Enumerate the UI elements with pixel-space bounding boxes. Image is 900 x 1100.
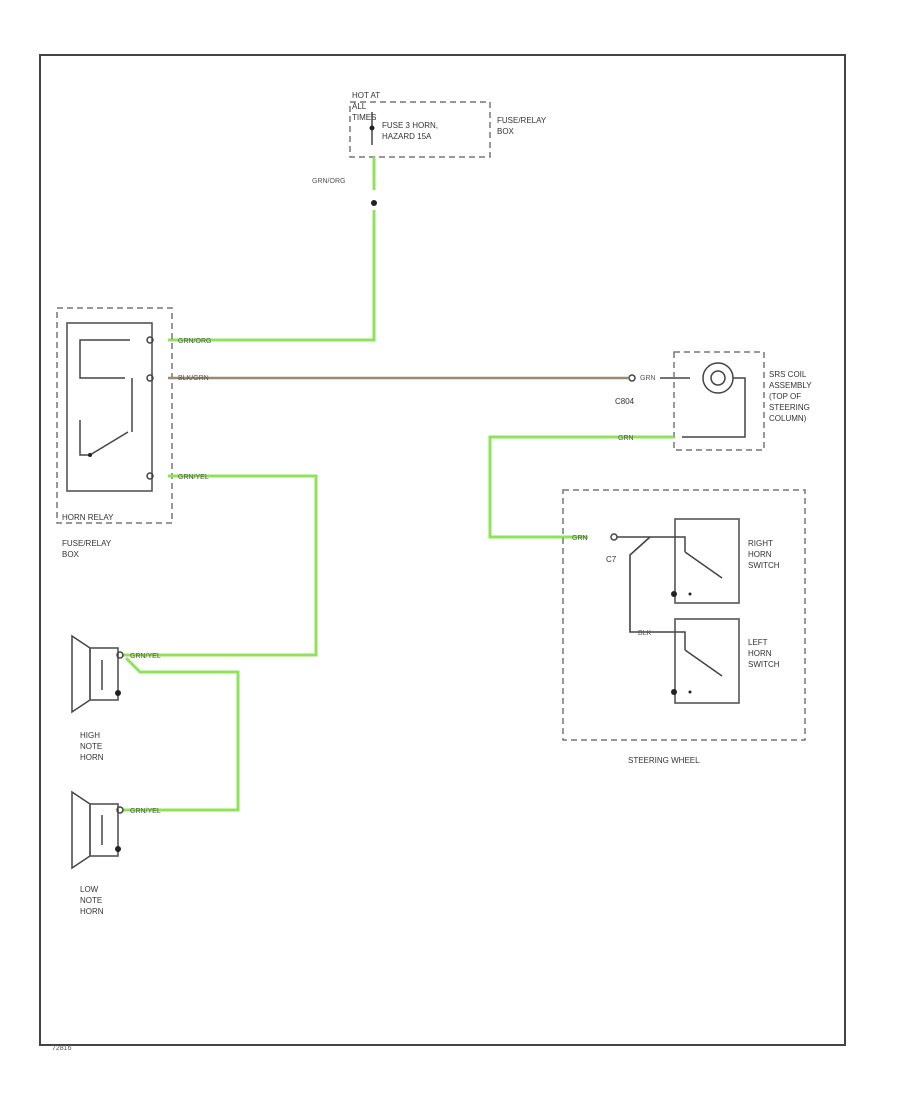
wire-label-grn-org-top: GRN/ORG: [312, 178, 345, 185]
wire-label-grn-yel-relay: GRN/YEL: [178, 474, 209, 481]
wire-segment: [629, 536, 662, 633]
horn-relay-box-outline: [56, 307, 173, 524]
horn-terminal: [116, 806, 124, 814]
relay-switch-arm: [89, 431, 129, 456]
wire-grn-org: GRN/ORG GRN/ORG: [168, 157, 377, 345]
wire-label-blk-sw: BLK: [638, 630, 652, 637]
horn-bell: [71, 634, 91, 714]
wire-segment: [122, 474, 318, 657]
diagram-frame: [39, 54, 846, 1046]
horn-relay-body: [66, 322, 153, 492]
wire-segment: [488, 435, 674, 539]
fuse-3-label: FUSE 3 HORN,HAZARD 15A: [382, 121, 438, 141]
switch-lead: [662, 536, 686, 552]
fuse-box-top-outline: [349, 101, 491, 158]
connector-pin: [610, 533, 618, 541]
wire-label-grn-org-relay: GRN/ORG: [178, 338, 211, 345]
wire-label-grn-sw: GRN: [572, 535, 588, 542]
horn-ground: [115, 690, 121, 696]
wire-label-grn-1: GRN: [640, 375, 656, 382]
wire-label-grn-yel-high: GRN/YEL: [130, 653, 161, 660]
figure-id: 72816: [52, 1045, 72, 1052]
relay-terminal-3: [146, 472, 154, 480]
wire-grn-yel: GRN/YEL GRN/YEL GRN/YEL: [122, 474, 318, 815]
horn-ground: [115, 846, 121, 852]
srs-coil-symbol: [702, 362, 734, 394]
steering-wheel-label: STEERING WHEEL: [628, 756, 700, 765]
right-horn-switch-body: [674, 518, 740, 604]
left-horn-switch-body: [674, 618, 740, 704]
switch-ground: [671, 591, 677, 597]
wire-segment: [168, 210, 376, 342]
splice-point: [371, 200, 377, 206]
srs-coil-outline: [673, 351, 765, 451]
horn-terminal: [116, 651, 124, 659]
wire-label-blk-grn: BLK/GRN: [178, 375, 209, 382]
relay-contact: [88, 453, 92, 457]
wire-label-grn-2: GRN: [618, 435, 634, 442]
relay-terminal-2: [146, 374, 154, 382]
connector-c804-label: C804: [615, 397, 635, 406]
switch-ground: [671, 689, 677, 695]
horn-body: [89, 647, 119, 701]
steering-wheel-outline: [562, 489, 806, 741]
srs-coil-center: [710, 370, 726, 386]
wire-label-grn-yel-low: GRN/YEL: [130, 808, 161, 815]
horn-bell: [71, 790, 91, 870]
relay-terminal-1: [146, 336, 154, 344]
wire-grn-steering: GRN GRN: [488, 435, 674, 542]
connector-pin: [628, 374, 636, 382]
connector-c7-label: C7: [606, 555, 617, 564]
switch-ground: [688, 592, 692, 596]
switch-arm: [684, 551, 723, 579]
srs-coil-lead: [682, 377, 746, 438]
fuse-terminal: [369, 125, 375, 131]
relay-coil: [79, 339, 130, 379]
switch-lead: [662, 631, 686, 650]
horn-relay-label: HORN RELAY: [62, 513, 114, 522]
wire-blk-grn: BLK/GRN GRN C804: [168, 374, 690, 406]
switch-arm: [684, 649, 723, 677]
wire-segment: [122, 656, 240, 812]
relay-switch-post: [79, 420, 90, 456]
switch-ground: [688, 690, 692, 694]
horn-body: [89, 803, 119, 857]
